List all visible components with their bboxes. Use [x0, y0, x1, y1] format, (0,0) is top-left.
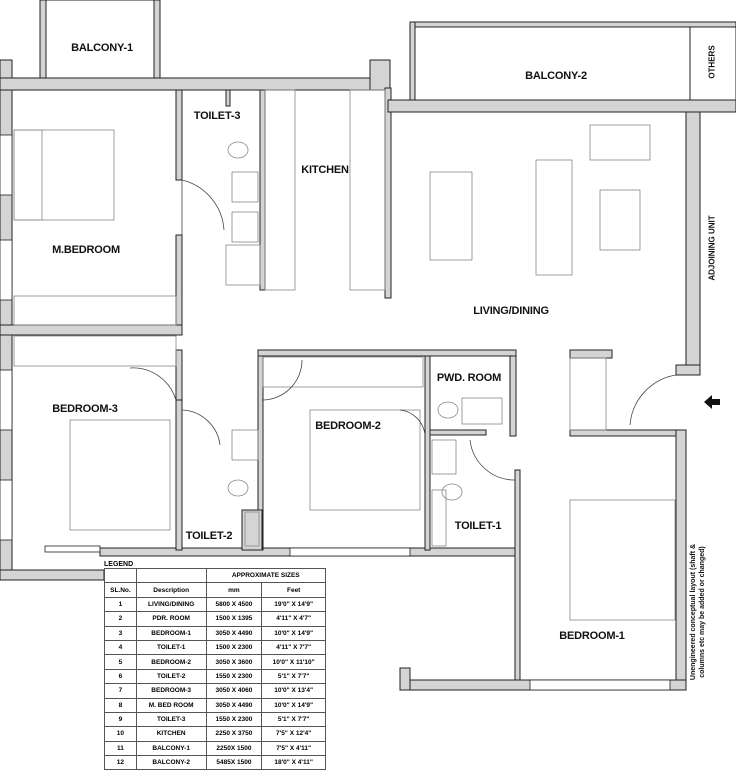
- column-header: mm: [205, 582, 263, 598]
- table-cell: 5'1" X 7'7": [261, 711, 326, 728]
- label-toilet-1: TOILET-1: [454, 520, 502, 532]
- table-cell: 10'0" X 13'4": [261, 683, 326, 699]
- bed-3: [69, 419, 171, 531]
- table-cell: BEDROOM-3: [135, 683, 207, 699]
- disclaimer-note: Unengineered conceptual layout (shaft & …: [690, 543, 706, 681]
- kitchen-counter: [264, 89, 296, 291]
- table-cell: TOILET-2: [135, 668, 207, 685]
- table-cell: 1550 X 2300: [205, 668, 263, 685]
- wardrobe-2: [262, 356, 424, 388]
- table-cell: 10'0" X 14'9": [261, 625, 326, 641]
- table-cell: 4'11" X 7'7": [261, 639, 326, 656]
- furniture: [13, 89, 676, 621]
- label-adjoining-unit: ADJOINING UNIT: [707, 215, 717, 281]
- arrow-left-icon: [704, 395, 720, 409]
- table-cell: 3050 X 4490: [205, 697, 263, 713]
- table-cell: M. BED ROOM: [135, 697, 207, 713]
- table-cell: 6: [104, 668, 137, 685]
- shaft: [231, 211, 259, 243]
- table-cell: 3050 X 3600: [205, 654, 263, 670]
- label-toilet-2: TOILET-2: [185, 530, 233, 542]
- table-cell: 3050 X 4490: [205, 625, 263, 641]
- table-cell: 4'11" X 4'7": [261, 611, 326, 627]
- table-cell: 19'0" X 14'9": [261, 596, 326, 613]
- table-cell: 10'0" X 11'10": [261, 654, 326, 670]
- table-cell: LIVING/DINING: [135, 596, 207, 613]
- label-bedroom-3: BEDROOM-3: [52, 403, 118, 415]
- table-cell: 10'0" X 14'9": [261, 697, 326, 713]
- column-header: Description: [135, 582, 207, 598]
- table-cell: BEDROOM-2: [135, 654, 207, 670]
- label-balcony-1: BALCONY-1: [71, 42, 133, 54]
- group-header: APPROXIMATE SIZES: [205, 567, 326, 584]
- table-cell: 7'5" X 12'4": [261, 726, 326, 742]
- table-cell: 2: [104, 611, 137, 627]
- balcony-2-outline: [409, 21, 736, 101]
- label-pwd-room: PWD. ROOM: [436, 372, 502, 384]
- table-cell: BEDROOM-1: [135, 625, 207, 641]
- balcony-1-outline: [39, 0, 161, 79]
- column-header: SL.No.: [104, 582, 137, 598]
- table-cell: 1: [104, 596, 137, 613]
- bed-1: [569, 499, 676, 621]
- table-cell: BALCONY-1: [135, 740, 207, 757]
- table-cell: 11: [104, 740, 137, 757]
- table-cell: KITCHEN: [135, 726, 207, 742]
- table-cell: TOILET-3: [135, 711, 207, 728]
- dining-table: [429, 171, 473, 261]
- table-cell: 4: [104, 639, 137, 656]
- sofa: [535, 159, 573, 276]
- wardrobe-3: [13, 335, 177, 367]
- table-cell: 5: [104, 654, 137, 670]
- coffee-table: [599, 189, 641, 251]
- legend: LEGEND APPROXIMATE SIZES SL.No.Descripti…: [104, 561, 326, 770]
- table-cell: 3: [104, 625, 137, 641]
- wardrobe-master: [13, 295, 177, 326]
- bed-2: [309, 409, 421, 511]
- table-cell: 10: [104, 726, 137, 742]
- label-balcony-2: BALCONY-2: [525, 70, 587, 82]
- table-cell: 1500 X 1395: [205, 611, 263, 627]
- table-cell: 2250 X 3750: [205, 726, 263, 742]
- label-bedroom-1: BEDROOM-1: [559, 630, 625, 642]
- wardrobe-1: [569, 357, 607, 431]
- label-living-dining: LIVING/DINING: [473, 305, 549, 317]
- label-kitchen: KITCHEN: [301, 164, 349, 176]
- table-cell: 5'1" X 7'7": [261, 668, 326, 685]
- table-cell: 1500 X 2300: [205, 639, 263, 656]
- label-toilet-3: TOILET-3: [193, 110, 241, 122]
- label-master-bedroom: M.BEDROOM: [52, 244, 120, 256]
- column-header: Feet: [261, 582, 326, 598]
- table-cell: PDR. ROOM: [135, 611, 207, 627]
- label-bedroom-2: BEDROOM-2: [315, 420, 381, 432]
- table-cell: 2250X 1500: [205, 740, 263, 757]
- table-cell: 5800 X 4500: [205, 596, 263, 613]
- table-cell: 7: [104, 683, 137, 699]
- doors: [129, 179, 677, 481]
- table-cell: 8: [104, 697, 137, 713]
- table-cell: 9: [104, 711, 137, 728]
- table-cell: 7'5" X 4'11": [261, 740, 326, 757]
- legend-title: LEGEND: [104, 561, 134, 568]
- table-cell: TOILET-1: [135, 639, 207, 656]
- label-others: OTHERS: [707, 45, 717, 79]
- table-cell: 1550 X 2300: [205, 711, 263, 728]
- bed-master: [13, 129, 115, 221]
- windows: [0, 134, 671, 691]
- table-cell: 3050 X 4060: [205, 683, 263, 699]
